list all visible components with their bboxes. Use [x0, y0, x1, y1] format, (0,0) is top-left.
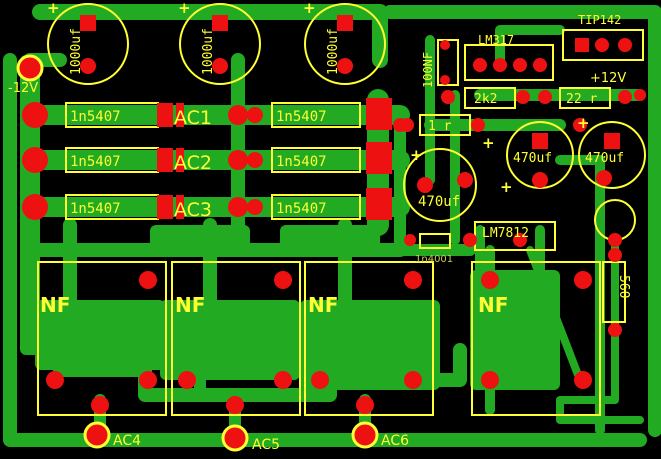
- silkscreen-layer: [37, 3, 646, 416]
- cap3-label: 1000uf: [326, 28, 341, 75]
- diode1-label: 1n5407: [70, 109, 121, 125]
- plus-marker-7: +: [410, 146, 423, 164]
- lm317-outline: [464, 44, 554, 81]
- cap-100n-outline: [437, 39, 459, 86]
- diode-1n4001-label: 1n4001: [415, 254, 453, 265]
- tip142-label: TIP142: [578, 13, 621, 27]
- ac6-terminal-ring: [351, 421, 379, 449]
- terminal-rings: [16, 54, 379, 452]
- res-22r-outline: [559, 87, 611, 109]
- ac1-label: AC1: [174, 107, 212, 129]
- diode5-label: 1n5407: [276, 154, 327, 170]
- minus12v-label: -12V: [8, 81, 38, 96]
- pad: [212, 15, 228, 31]
- diode-outline-4: [271, 102, 361, 128]
- nf-outline-2: [171, 261, 301, 416]
- res-1r-outline: [419, 114, 471, 136]
- nf-outline-3: [304, 261, 434, 416]
- ac3-label: AC3: [174, 199, 212, 221]
- diode-1n4001-outline: [419, 233, 451, 249]
- plus-marker-6: +: [577, 114, 590, 132]
- lm317-label: LM317: [478, 33, 514, 47]
- cap470b-label: 470uf: [513, 151, 552, 166]
- nf-outline-4: [471, 261, 601, 416]
- diode6-label: 1n5407: [276, 201, 327, 217]
- minus12v-terminal-ring: [16, 54, 44, 82]
- ac6-label: AC6: [381, 433, 409, 449]
- cap-outline-1: [47, 3, 129, 85]
- ac4-terminal-ring: [83, 421, 111, 449]
- pad-layer: [18, 15, 646, 450]
- res-1r-label: 1 r: [428, 119, 452, 134]
- nf1-label: NF: [40, 293, 70, 317]
- tip142-outline: [562, 29, 644, 61]
- ac5-label: AC5: [252, 437, 280, 453]
- diode-outline-5: [271, 147, 361, 173]
- ac4-label: AC4: [113, 433, 141, 449]
- cap2-label: 1000uf: [201, 28, 216, 75]
- res-22r-label: 22 r: [566, 92, 597, 107]
- pad: [337, 15, 353, 31]
- nf4-label: NF: [478, 293, 508, 317]
- diode4-label: 1n5407: [276, 109, 327, 125]
- res-2k2-label: 2k2: [474, 92, 497, 107]
- plus-marker-4: +: [482, 134, 495, 152]
- cap1-label: 1000uf: [69, 28, 84, 75]
- plus-marker-3: +: [303, 0, 316, 17]
- ac5-terminal-ring: [221, 424, 249, 452]
- diode3-label: 1n5407: [70, 201, 121, 217]
- silkscreen-text: 1000uf 1000uf 1000uf 1n5407 1n5407 1n540…: [8, 0, 631, 453]
- lm7812-label: LM7812: [482, 226, 529, 241]
- ac2-label: AC2: [174, 152, 212, 174]
- nf2-label: NF: [175, 293, 205, 317]
- cap-100n-label: 100NF: [421, 52, 435, 88]
- diode2-label: 1n5407: [70, 154, 121, 170]
- cap-outline-3: [304, 3, 386, 85]
- cap-outline-2: [179, 3, 261, 85]
- copper-fill: [20, 55, 560, 390]
- nf-outline-1: [37, 261, 167, 416]
- pad: [80, 15, 96, 31]
- res-560-outline: [602, 261, 626, 323]
- plus-marker-5: +: [500, 178, 513, 196]
- diode-outline-6: [271, 194, 361, 220]
- cap470a-label: 470uf: [418, 194, 460, 210]
- cap470-outline-a: [403, 148, 477, 222]
- nf3-label: NF: [308, 293, 338, 317]
- res-2k2-outline: [464, 87, 516, 109]
- plus-marker-1: +: [47, 0, 60, 17]
- plus12v-label: +12V: [590, 71, 626, 86]
- res-560-label: 560: [616, 275, 631, 298]
- cap470-outline-c: [578, 121, 646, 189]
- plus-marker-2: +: [178, 0, 191, 17]
- cap470c-label: 470uf: [585, 151, 624, 166]
